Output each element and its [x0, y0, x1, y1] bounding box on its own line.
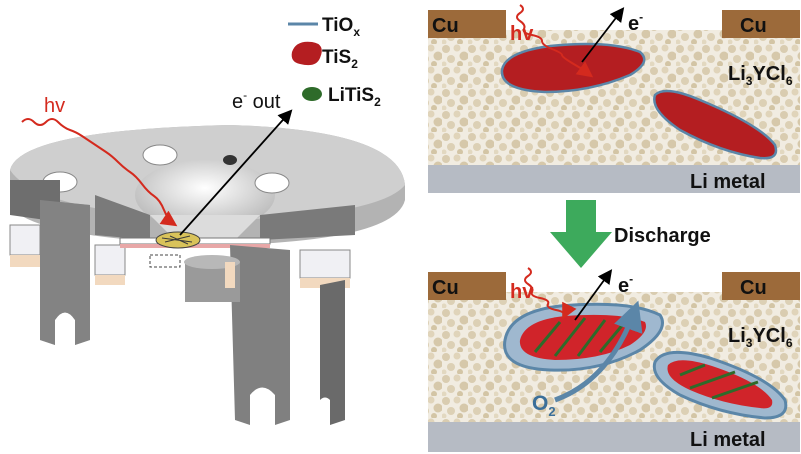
top-tis2-particle-1 [500, 42, 646, 94]
left-photon-wave [21, 118, 178, 227]
bottom-anode-label: Li metal [690, 429, 766, 451]
bottom-li-metal [428, 422, 800, 452]
top-cu-right [722, 10, 800, 38]
bottom-cu-right-label: Cu [740, 277, 767, 299]
tis2-legend-swatch [291, 41, 322, 66]
bottom-light-label: hv [510, 281, 534, 303]
bottom-litis2-stripes-1 [533, 317, 627, 357]
top-light-label: hv [510, 23, 534, 45]
legend: TiOx TiS2 LiTiS2 [288, 15, 381, 109]
bottom-electron-label: e- [618, 272, 633, 297]
top-anode-label: Li metal [690, 171, 766, 193]
left-light-label: hv [44, 95, 65, 117]
oxygen-label: O2 [532, 392, 556, 419]
left-electron-label: e- out [232, 88, 281, 113]
top-photon-wave [516, 4, 594, 78]
discharge-label: Discharge [614, 225, 711, 247]
top-electron-arrow [581, 7, 625, 63]
tiox-legend-label: TiOx [322, 15, 360, 39]
bottom-electron-arrow [574, 269, 613, 321]
bottom-electrolyte-label: Li3YCl6 [728, 325, 793, 350]
litis2-legend-swatch [302, 87, 322, 101]
top-electron-label: e- [628, 10, 643, 35]
top-panel: Cu Cu hv e- Li3YCl6 Li metal [428, 4, 800, 193]
oxygen-arrow [554, 300, 643, 403]
bottom-panel: Cu Cu O2 hv e- Li3YCl6 Li metal [428, 267, 800, 452]
bottom-cu-left-label: Cu [432, 277, 459, 299]
top-cu-left [428, 10, 506, 38]
discharge-arrow [550, 200, 612, 268]
top-cu-right-label: Cu [740, 15, 767, 37]
tis2-legend-label: TiS2 [322, 47, 358, 71]
litis2-legend-label: LiTiS2 [328, 85, 381, 109]
bottom-tis2-particle-2 [667, 360, 773, 409]
top-electrolyte-label: Li3YCl6 [728, 63, 793, 88]
cell-illustration [9, 125, 405, 425]
top-tis2-particle-2 [653, 89, 778, 160]
bottom-cu-right [722, 272, 800, 300]
top-li-metal [428, 165, 800, 193]
left-electron-arrow [179, 109, 293, 236]
top-cu-left-label: Cu [432, 15, 459, 37]
bottom-litis2-stripes-2 [679, 363, 759, 400]
bottom-photon-wave [524, 267, 577, 320]
bottom-cu-left [428, 272, 506, 300]
